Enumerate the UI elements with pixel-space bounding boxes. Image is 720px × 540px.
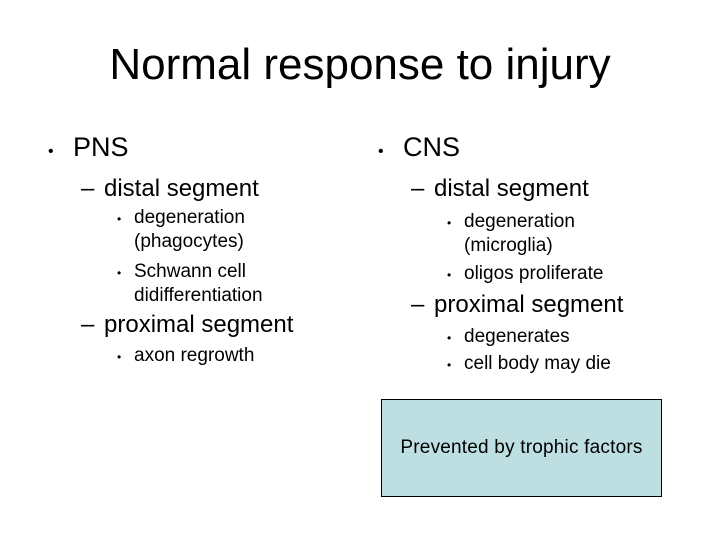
callout-box: Prevented by trophic factors bbox=[381, 399, 662, 497]
list-item-text: cell body may die bbox=[464, 353, 611, 374]
bullet-icon: • bbox=[378, 143, 384, 160]
list-item-text: Schwann cell didifferentiation bbox=[134, 261, 263, 306]
list-item-text: distal segment bbox=[434, 175, 589, 202]
list-item: • cell body may die bbox=[375, 352, 715, 377]
list-item-text: degeneration (phagocytes) bbox=[134, 207, 245, 252]
list-item-text: degenerates bbox=[464, 326, 570, 347]
list-item-text: proximal segment bbox=[434, 291, 624, 318]
list-item: • PNS bbox=[45, 130, 365, 169]
list-item: –proximal segment bbox=[375, 290, 715, 319]
list-item: • degenerates bbox=[375, 325, 715, 350]
pns-bullet-list: •PNS–distal segment•degeneration (phagoc… bbox=[45, 130, 365, 369]
bullet-icon: • bbox=[447, 268, 452, 282]
dash-marker: – bbox=[81, 175, 95, 202]
bullet-icon: • bbox=[447, 331, 452, 345]
list-item: –distal segment bbox=[375, 174, 715, 203]
bullet-icon: • bbox=[117, 212, 122, 226]
list-item: • Schwann cell didifferentiation bbox=[45, 260, 365, 308]
list-item: • CNS bbox=[375, 130, 715, 169]
list-item-text: distal segment bbox=[104, 175, 259, 202]
slide-title: Normal response to injury bbox=[109, 40, 611, 89]
list-item-text: proximal segment bbox=[104, 311, 294, 338]
list-item-text: axon regrowth bbox=[134, 345, 255, 366]
list-item: • axon regrowth bbox=[45, 344, 365, 369]
list-item-text: CNS bbox=[403, 132, 461, 162]
dash-marker: – bbox=[411, 175, 425, 202]
list-item: • degeneration (phagocytes) bbox=[45, 206, 365, 254]
list-item-text: degeneration (microglia) bbox=[464, 211, 575, 256]
dash-marker: – bbox=[411, 291, 425, 318]
dash-marker: – bbox=[81, 311, 95, 338]
list-item-text: PNS bbox=[73, 132, 129, 162]
bullet-icon: • bbox=[117, 350, 122, 364]
list-item: –distal segment bbox=[45, 174, 365, 203]
callout-text: Prevented by trophic factors bbox=[400, 437, 643, 458]
list-item: • oligos proliferate bbox=[375, 262, 715, 287]
cns-bullet-list: •CNS–distal segment•degeneration (microg… bbox=[375, 130, 715, 377]
list-item: • degeneration (microglia) bbox=[375, 210, 715, 258]
bullet-icon: • bbox=[117, 266, 122, 280]
bullet-icon: • bbox=[447, 358, 452, 372]
bullet-icon: • bbox=[48, 143, 54, 160]
list-item: –proximal segment bbox=[45, 310, 365, 339]
bullet-icon: • bbox=[447, 216, 452, 230]
list-item-text: oligos proliferate bbox=[464, 263, 604, 284]
